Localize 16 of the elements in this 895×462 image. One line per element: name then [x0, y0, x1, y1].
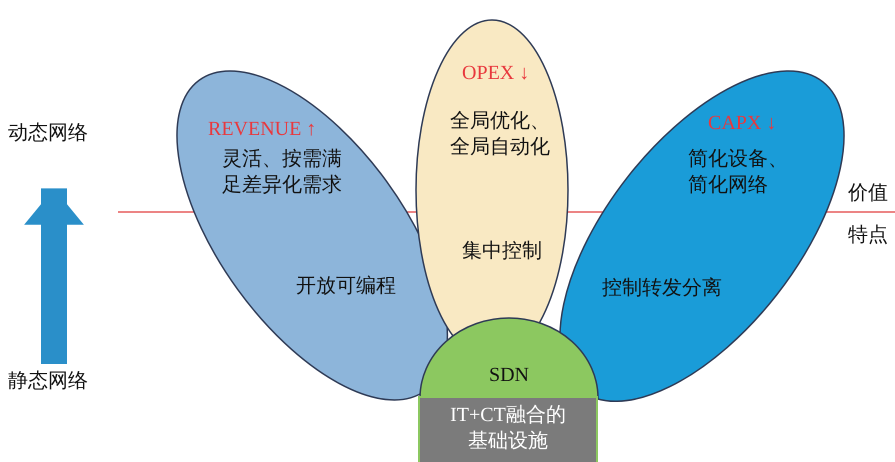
feature-text: 集中控制 [462, 239, 543, 264]
value-text: 简化设备、简化网络 [688, 146, 789, 198]
base-box: IT+CT融合的基础设施 [418, 396, 598, 462]
row-label: 价值 [848, 181, 888, 206]
feature-text: 开放可编程 [296, 274, 397, 299]
value-text: 全局优化、全局自动化 [450, 109, 551, 160]
state-label: 动态网络 [8, 120, 103, 146]
dome-text: SDN [488, 363, 530, 388]
value-text: 灵活、按需满足差异化需求 [222, 146, 343, 198]
value-heading: REVENUE ↑ [208, 116, 318, 142]
arrow [24, 188, 84, 364]
feature-text: 控制转发分离 [602, 276, 723, 301]
state-label: 静态网络 [8, 368, 103, 394]
value-heading: OPEX ↓ [462, 61, 530, 86]
value-heading: CAPX ↓ [708, 110, 778, 136]
row-label: 特点 [848, 223, 888, 248]
